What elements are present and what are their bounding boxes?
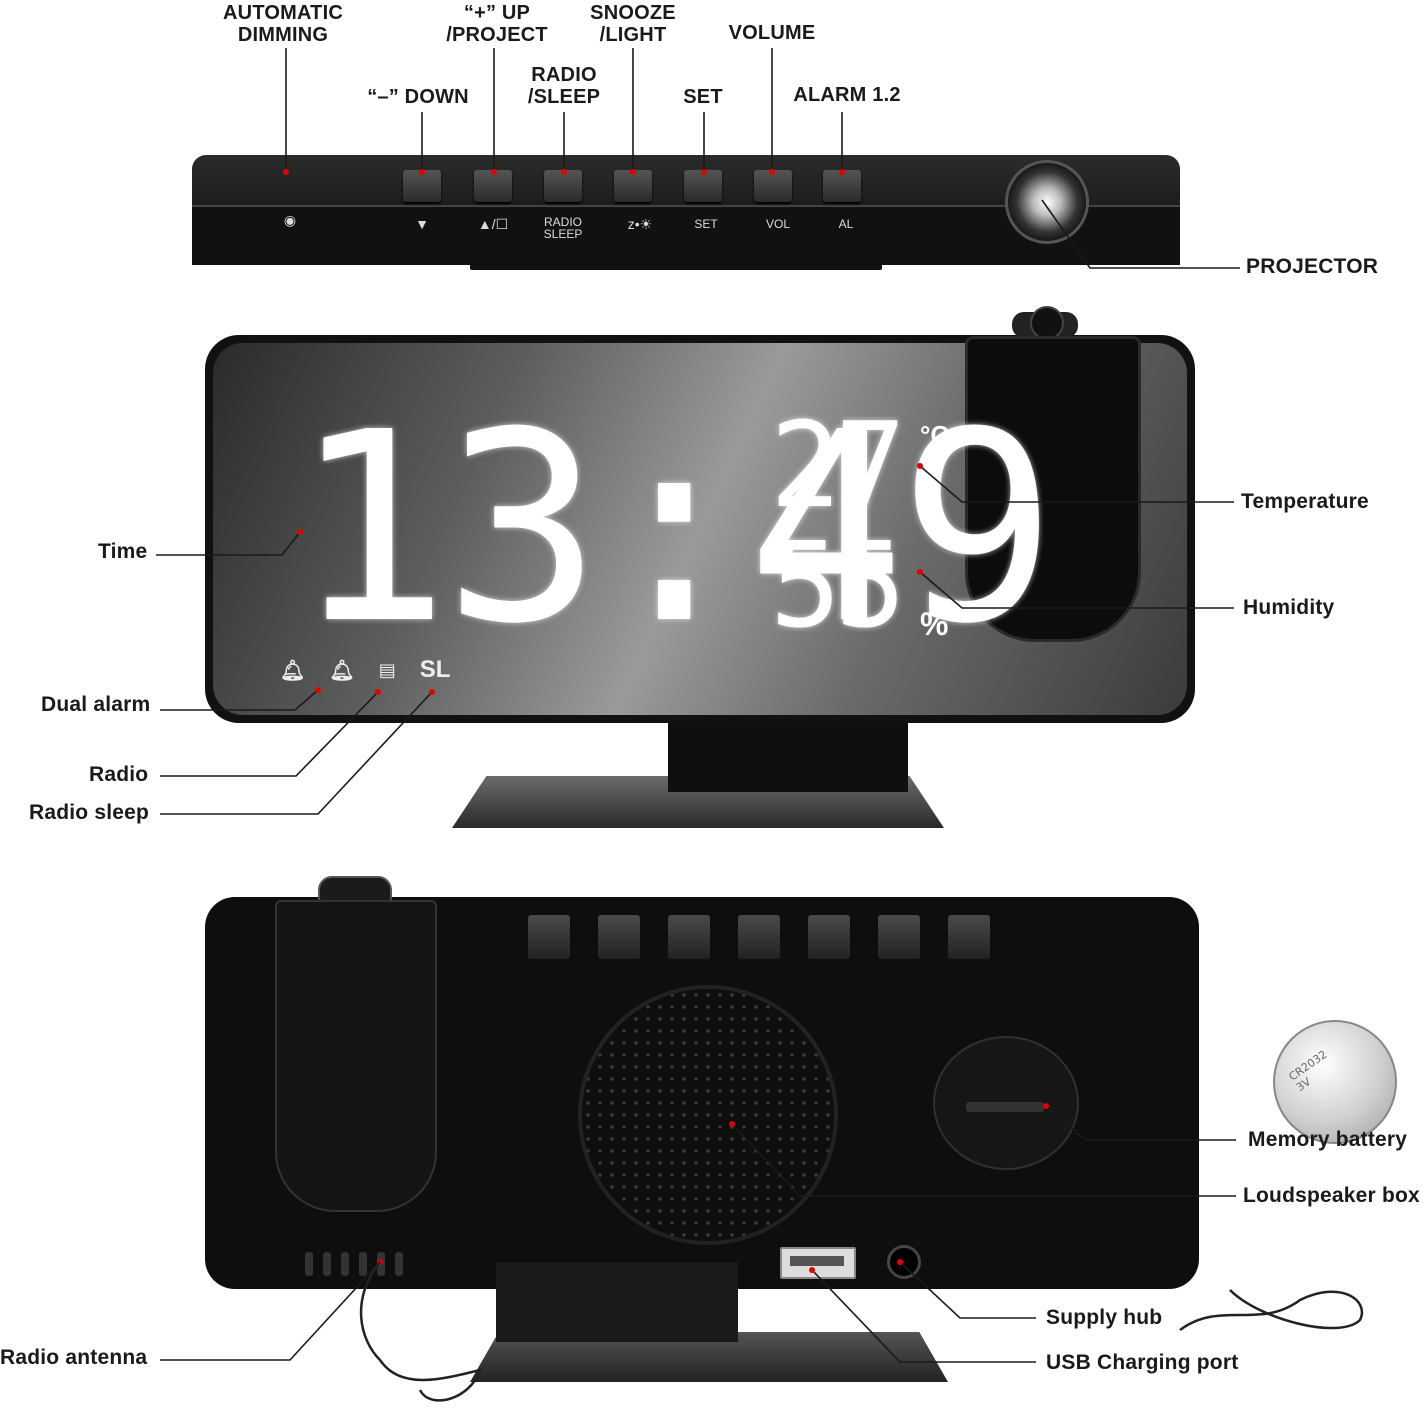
back-button — [808, 915, 850, 959]
antenna-vents — [305, 1252, 403, 1276]
up-project-label: “+” UP/PROJECT — [446, 2, 548, 46]
humidity-label: Humidity — [1243, 596, 1335, 619]
back-button — [948, 915, 990, 959]
radio-antenna-label: Radio antenna — [0, 1346, 148, 1369]
coin-battery-image — [1273, 1020, 1397, 1144]
top-device-base — [470, 258, 882, 270]
status-icons: 🔔︎ 🔔︎ ▤ SL — [280, 656, 450, 684]
back-button — [598, 915, 640, 959]
dc-power-jack[interactable] — [887, 1245, 921, 1279]
back-button — [878, 915, 920, 959]
alarm-label: ALARM 1.2 — [793, 84, 901, 106]
back-stand-neck — [496, 1262, 738, 1342]
down-arrow-icon: ▼ — [415, 216, 429, 232]
alarm-button[interactable] — [823, 170, 861, 202]
radio-sleep-indicator-label: Radio sleep — [29, 801, 150, 824]
projector-lens-top — [1030, 306, 1064, 340]
volume-button[interactable] — [754, 170, 792, 202]
back-button — [738, 915, 780, 959]
back-projector-arm — [275, 900, 437, 1212]
up-arrow-icon: ▲/☐ — [477, 216, 509, 232]
dual-alarm-label: Dual alarm — [41, 693, 151, 716]
set-button[interactable] — [684, 170, 722, 202]
down-label: “–” DOWN — [367, 86, 469, 108]
memory-battery-label: Memory battery — [1248, 1128, 1408, 1151]
set-symbol: SET — [694, 217, 718, 231]
al-symbol: AL — [838, 217, 854, 231]
back-button — [668, 915, 710, 959]
battery-slot — [966, 1102, 1044, 1112]
radio-sleep-label: RADIO/SLEEP — [527, 64, 601, 108]
radio-sleep-button[interactable] — [544, 170, 582, 202]
loudspeaker-grille — [578, 985, 838, 1245]
snooze-light-button[interactable] — [614, 170, 652, 202]
alarm-2-icon: 🔔︎ — [329, 659, 355, 682]
dimming-sensor-icon: ◉ — [283, 212, 297, 228]
temperature-unit: °C — [920, 420, 950, 450]
alarm-1-icon: 🔔︎ — [280, 659, 306, 682]
radio-label: Radio — [89, 763, 149, 786]
volume-label: VOLUME — [728, 22, 816, 44]
supply-hub-label: Supply hub — [1046, 1306, 1163, 1329]
radio-icon: ▤ — [378, 659, 396, 680]
usb-charging-port-label: USB Charging port — [1046, 1351, 1239, 1374]
back-button — [528, 915, 570, 959]
usb-port[interactable] — [780, 1247, 856, 1279]
humidity-unit: % — [920, 606, 949, 642]
projector-lens — [1005, 160, 1089, 244]
time-label: Time — [98, 540, 148, 563]
down-button[interactable] — [403, 170, 441, 202]
humidity-display: 55 — [770, 516, 906, 654]
front-stand-neck — [668, 722, 908, 792]
sleep-indicator: SL — [419, 656, 451, 683]
temperature-label: Temperature — [1241, 490, 1369, 513]
projector-label: PROJECTOR — [1246, 255, 1379, 278]
set-label: SET — [683, 86, 723, 108]
temperature-display: 27 — [770, 396, 906, 534]
vol-symbol: VOL — [765, 217, 790, 231]
up-project-button[interactable] — [474, 170, 512, 202]
time-display: 13:49 — [292, 376, 1057, 681]
snooze-light-icon: z•☀ — [627, 216, 653, 232]
loudspeaker-box-label: Loudspeaker box — [1243, 1184, 1420, 1207]
snooze-light-label: SNOOZE/LIGHT — [590, 2, 676, 46]
